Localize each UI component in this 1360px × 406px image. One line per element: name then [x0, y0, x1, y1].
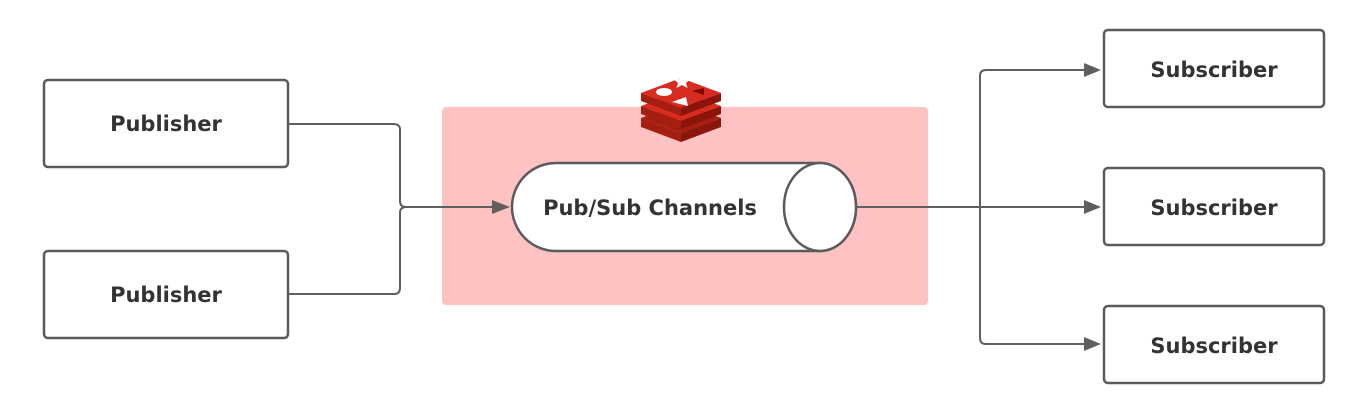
publisher-label: Publisher	[110, 112, 222, 136]
subscriber-node: Subscriber	[1102, 28, 1326, 109]
subscriber-node: Subscriber	[1102, 166, 1326, 247]
publisher-node: Publisher	[42, 78, 290, 169]
subscriber-connector	[979, 69, 1086, 207]
pubsub-channel: Pub/Sub Channels	[510, 161, 858, 253]
subscriber-connector	[979, 207, 1086, 345]
redis-logo-icon	[641, 74, 721, 142]
publisher-connector	[288, 206, 407, 295]
publisher-label: Publisher	[110, 283, 222, 307]
channel-label: Pub/Sub Channels	[543, 196, 757, 220]
arrowhead	[1084, 200, 1101, 214]
subscriber-label: Subscriber	[1150, 196, 1278, 220]
subscriber-label: Subscriber	[1150, 58, 1278, 82]
arrowhead	[1084, 63, 1101, 77]
arrowhead	[492, 200, 510, 214]
subscriber-label: Subscriber	[1150, 334, 1278, 358]
publisher-node: Publisher	[42, 249, 290, 340]
arrowhead	[1084, 337, 1101, 351]
subscriber-node: Subscriber	[1102, 304, 1326, 385]
